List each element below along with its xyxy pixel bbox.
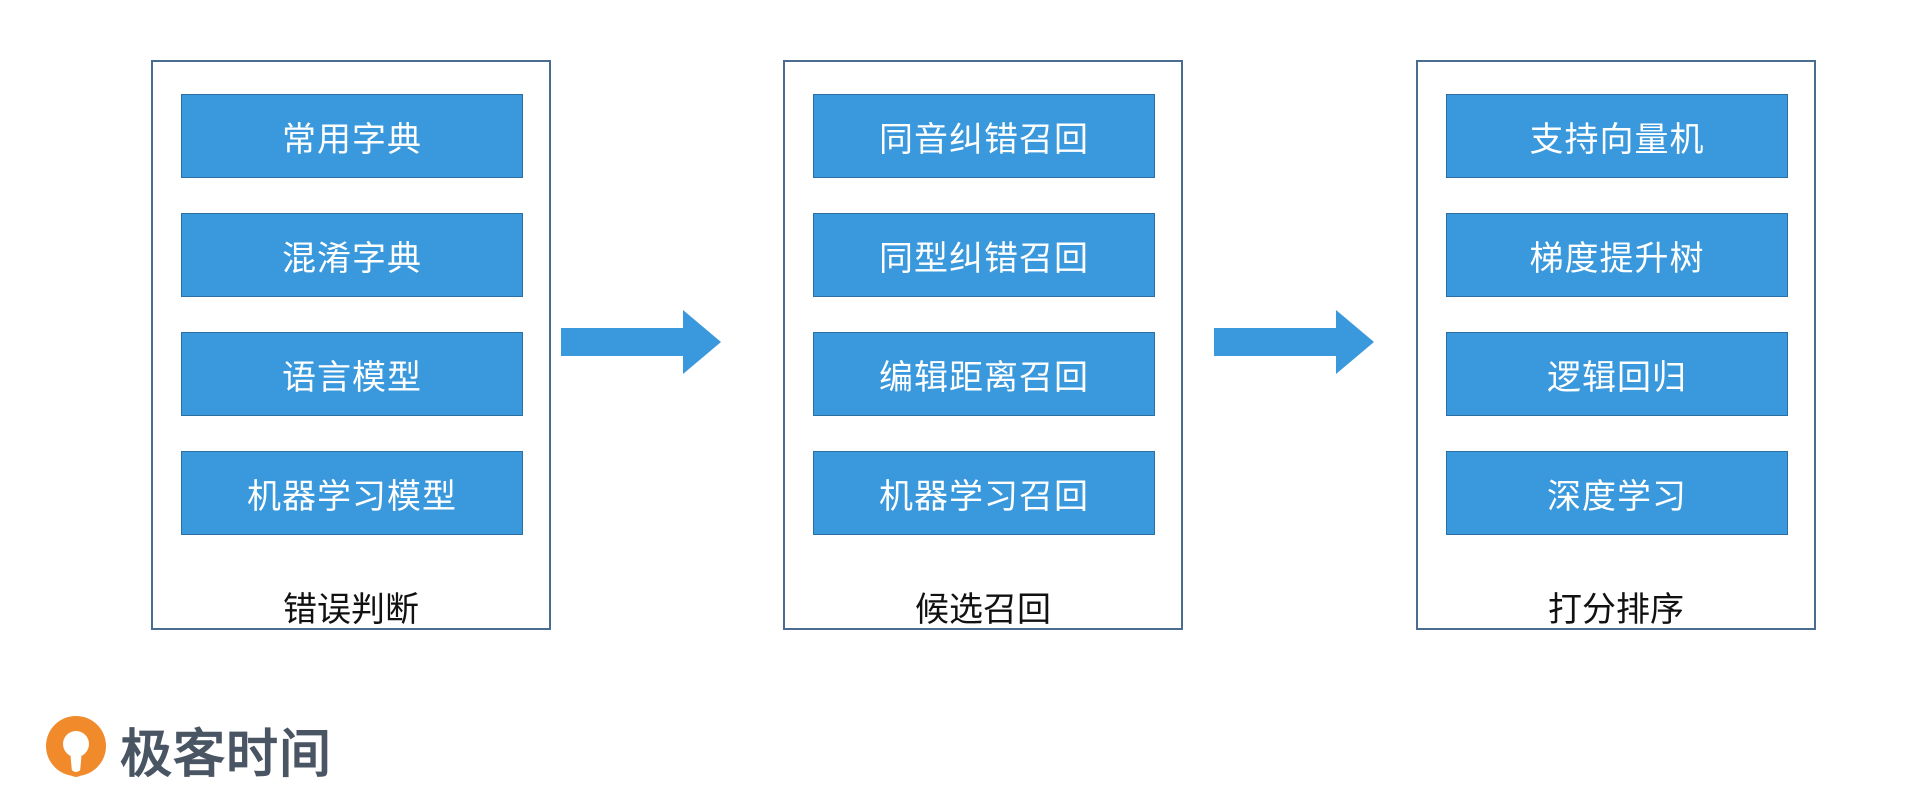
flow-arrow-icon: [561, 310, 721, 374]
stage-item: 机器学习模型: [181, 451, 523, 535]
stage-item: 同型纠错召回: [813, 213, 1155, 297]
logo: 极客时间: [42, 712, 332, 787]
stage-label: 打分排序: [1548, 590, 1684, 630]
stage-item: 编辑距离召回: [813, 332, 1155, 416]
stage-error-detection: 常用字典 混淆字典 语言模型 机器学习模型 错误判断: [151, 60, 551, 630]
logo-text: 极客时间: [120, 725, 333, 785]
stage-item: 常用字典: [181, 94, 523, 178]
stage-item: 机器学习召回: [813, 451, 1155, 535]
stage-item: 支持向量机: [1446, 94, 1788, 178]
stage-label: 候选召回: [915, 590, 1051, 630]
stage-item: 深度学习: [1446, 451, 1788, 535]
stage-item: 逻辑回归: [1446, 332, 1788, 416]
flow-arrow-icon: [1214, 310, 1374, 374]
stage-label: 错误判断: [283, 590, 419, 630]
geektime-logo-icon: [46, 715, 106, 777]
stage-item: 语言模型: [181, 332, 523, 416]
stage-item: 混淆字典: [181, 213, 523, 297]
stage-candidate-recall: 同音纠错召回 同型纠错召回 编辑距离召回 机器学习召回 候选召回: [783, 60, 1183, 630]
stage-item: 梯度提升树: [1446, 213, 1788, 297]
stage-item: 同音纠错召回: [813, 94, 1155, 178]
stage-scoring-ranking: 支持向量机 梯度提升树 逻辑回归 深度学习 打分排序: [1416, 60, 1816, 630]
